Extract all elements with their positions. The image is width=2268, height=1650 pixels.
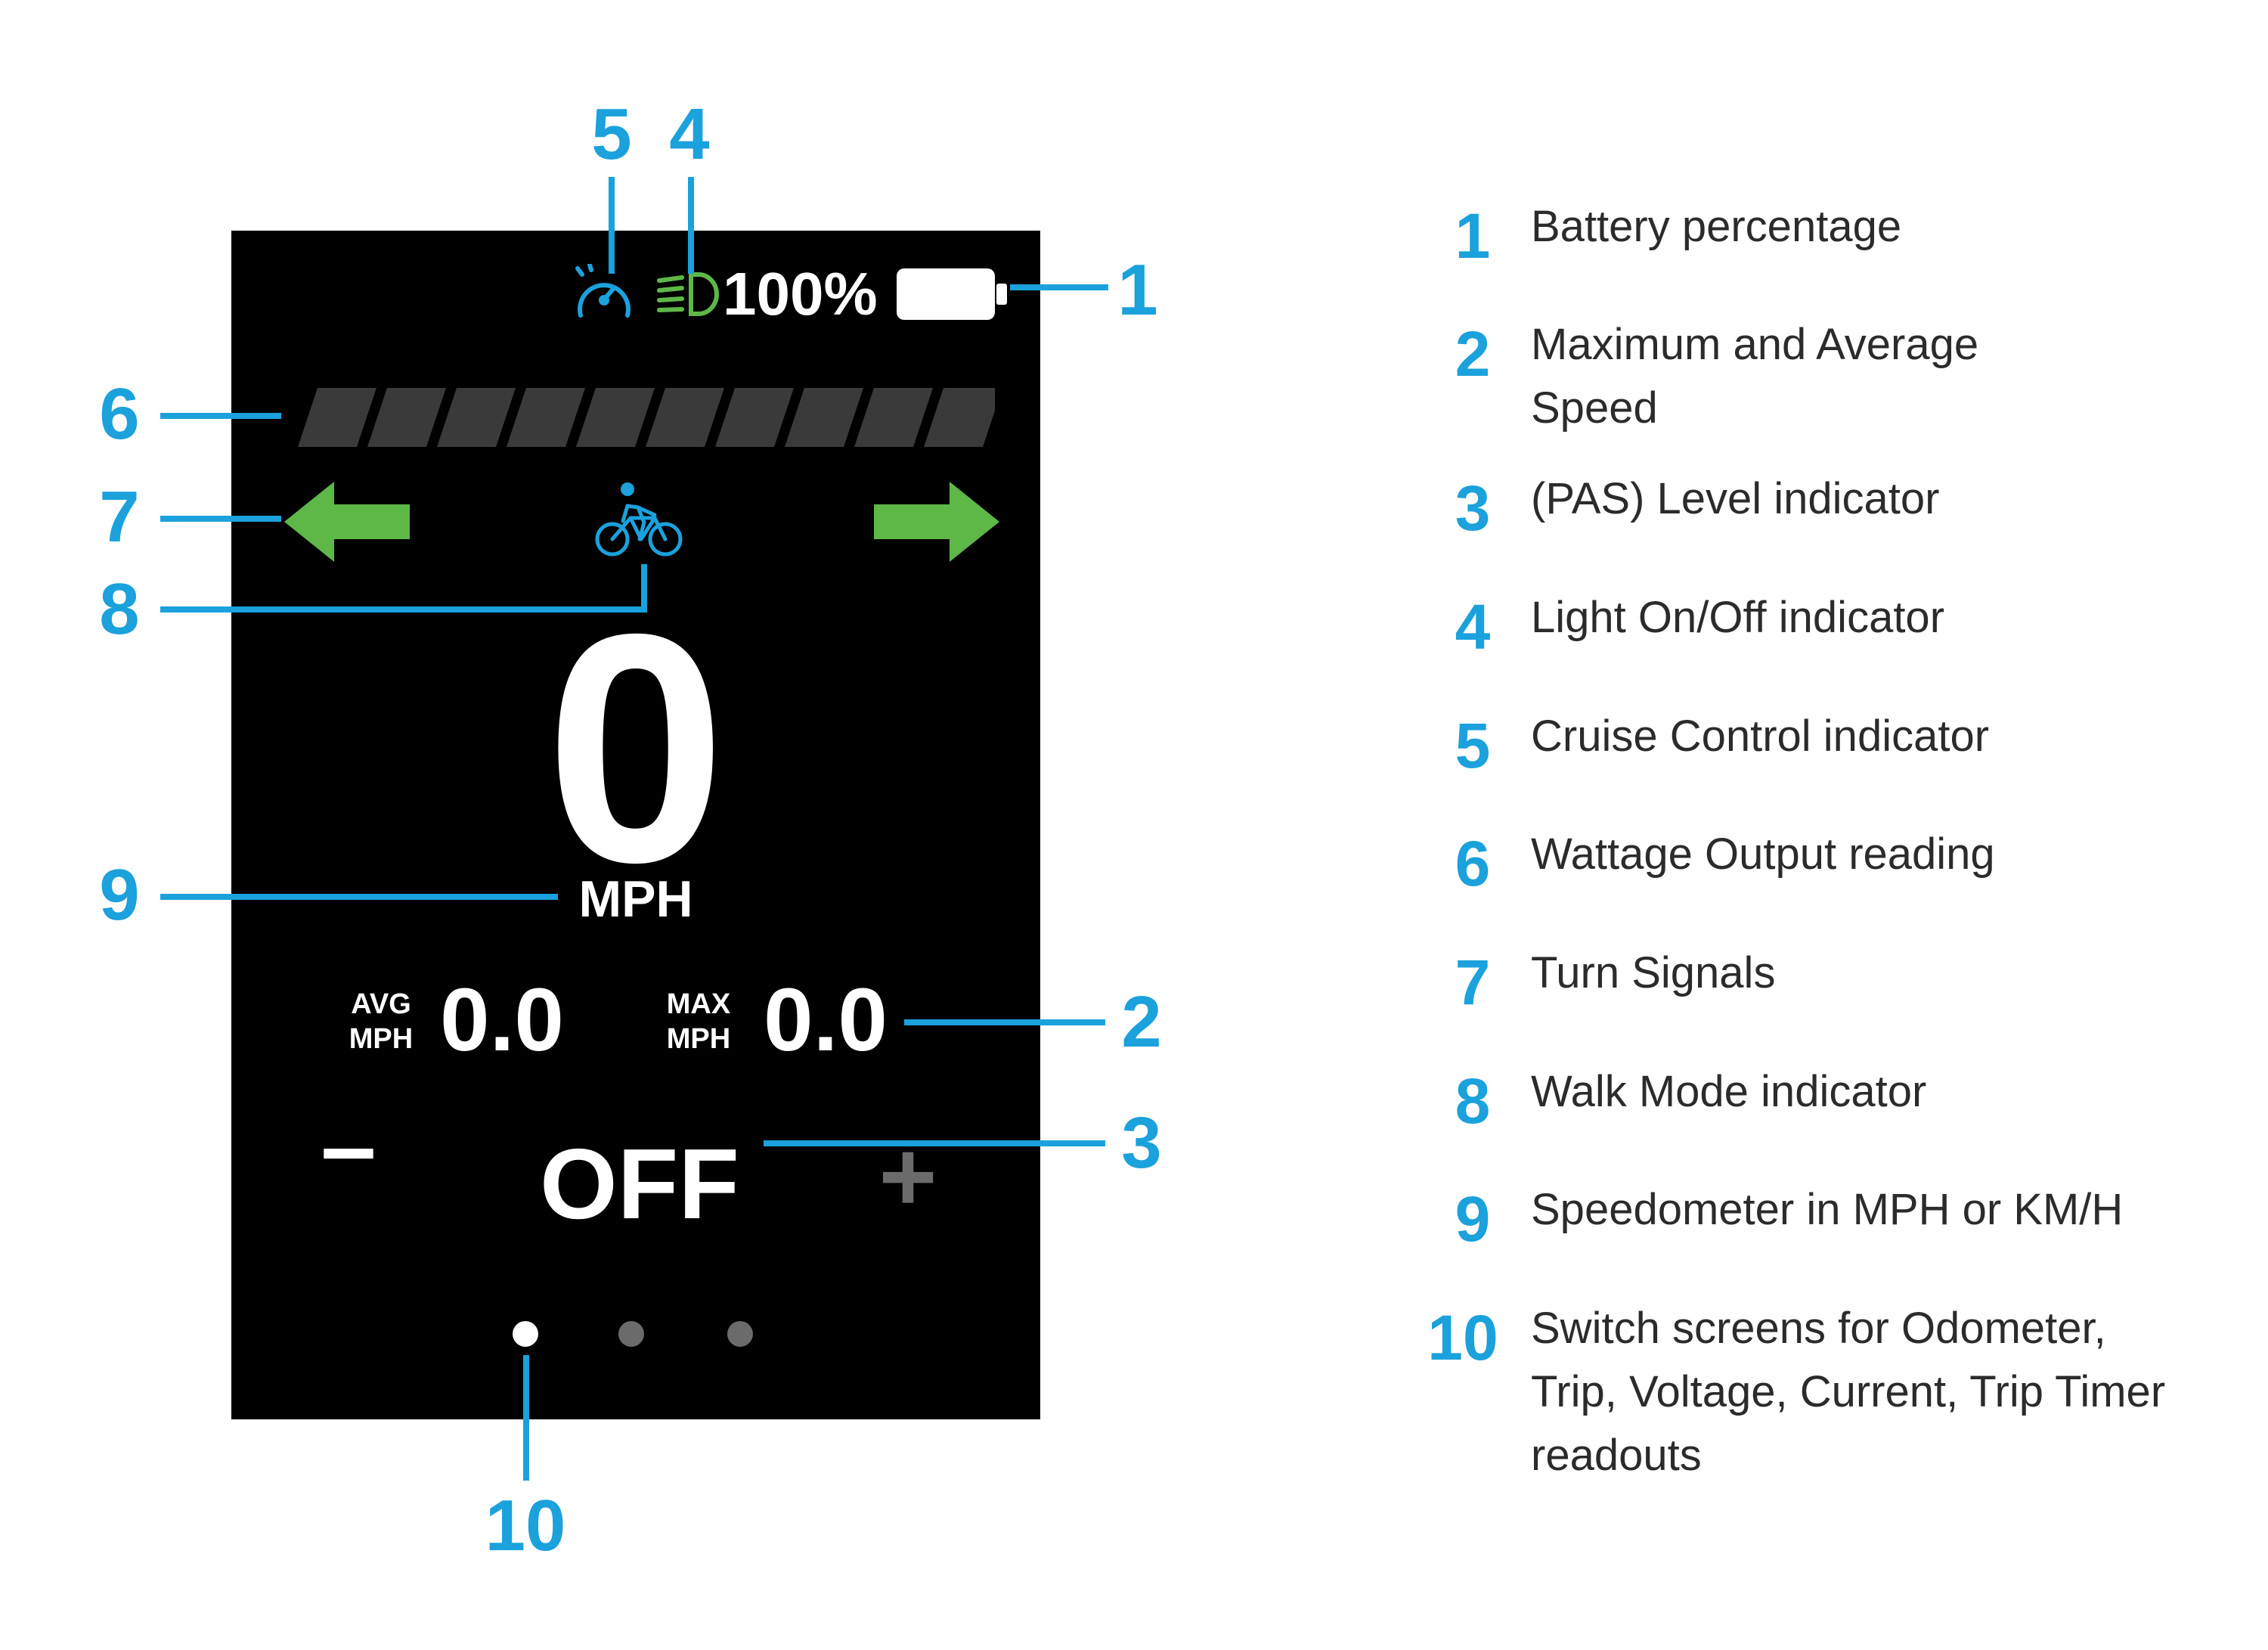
wattage-segment <box>576 388 655 447</box>
callout-line-8v <box>641 564 647 613</box>
legend-number-7: 7 <box>1455 947 1491 1018</box>
wattage-segment <box>507 388 585 447</box>
wattage-segment <box>646 388 724 447</box>
headlight-icon <box>657 272 719 316</box>
battery-percentage: 100% <box>723 260 878 327</box>
legend-text-2: Maximum and Average Speed <box>1531 320 1979 433</box>
bicycle-rider-icon <box>595 482 683 557</box>
page-dot[interactable] <box>727 1321 753 1347</box>
legend-text-5: Cruise Control indicator <box>1531 712 1990 761</box>
callout-3: 3 <box>1121 1103 1162 1183</box>
legend-number-2: 2 <box>1455 318 1491 389</box>
callout-line-2 <box>904 1019 1105 1025</box>
arrow-right-icon <box>874 482 999 562</box>
pas-minus-button[interactable]: – <box>321 1090 376 1202</box>
callout-4: 4 <box>669 94 710 175</box>
callout-5: 5 <box>591 94 632 175</box>
callout-line-5 <box>609 177 615 274</box>
battery-icon <box>897 268 1007 320</box>
callout-line-9 <box>160 894 558 900</box>
max-label-top: MAX <box>666 988 731 1020</box>
callout-10: 10 <box>485 1485 566 1566</box>
avg-label-top: AVG <box>351 988 411 1020</box>
avg-speed-value: 0.0 <box>440 970 565 1070</box>
callout-line-1 <box>1010 284 1108 290</box>
avg-label-bottom: MPH <box>349 1023 414 1055</box>
callout-line-10 <box>523 1355 529 1481</box>
legend-number-4: 4 <box>1455 591 1491 662</box>
pas-level: OFF <box>540 1128 739 1239</box>
callout-6: 6 <box>99 374 140 454</box>
callout-line-8h <box>160 606 647 613</box>
wattage-segment <box>437 388 516 447</box>
speed-value: 0 <box>545 567 727 930</box>
avg-label: AVG MPH <box>343 987 419 1056</box>
callout-9: 9 <box>99 854 140 935</box>
arrow-left-icon <box>284 482 410 562</box>
legend-number-1: 1 <box>1455 200 1491 271</box>
legend-text-3: (PAS) Level indicator <box>1531 474 1940 523</box>
wattage-bar <box>298 388 995 447</box>
legend-text-1: Battery percentage <box>1531 202 1902 251</box>
callout-8: 8 <box>99 569 140 650</box>
max-label-bottom: MPH <box>666 1023 731 1055</box>
callout-line-7 <box>160 516 281 522</box>
speedometer-icon <box>575 264 631 318</box>
legend-text-7: Turn Signals <box>1531 948 1776 997</box>
callout-line-4 <box>688 177 694 274</box>
legend-text-6: Wattage Output reading <box>1531 830 1995 879</box>
callout-2: 2 <box>1121 982 1162 1062</box>
callout-1: 1 <box>1117 250 1158 330</box>
turn-signal-right <box>874 482 999 562</box>
wattage-segment <box>715 388 794 447</box>
legend-number-9: 9 <box>1455 1183 1491 1255</box>
page-dot[interactable] <box>618 1321 644 1347</box>
speed-unit: MPH <box>578 870 693 928</box>
max-label: MAX MPH <box>661 987 736 1056</box>
legend-text-4: Light On/Off indicator <box>1531 593 1945 642</box>
legend-number-3: 3 <box>1455 473 1491 544</box>
wattage-segment <box>785 388 863 447</box>
legend-text-8: Walk Mode indicator <box>1531 1067 1927 1116</box>
callout-line-6 <box>160 413 281 419</box>
legend-number-5: 5 <box>1455 710 1491 781</box>
legend-text-10: Switch screens for Odometer, Trip, Volta… <box>1531 1304 2166 1480</box>
legend-number-10: 10 <box>1427 1302 1498 1373</box>
legend-text-9: Speedometer in MPH or KM/H <box>1531 1185 2124 1234</box>
wattage-segment <box>924 388 995 447</box>
page-dot[interactable] <box>513 1321 538 1347</box>
callout-line-3 <box>764 1140 1105 1146</box>
legend-number-6: 6 <box>1455 828 1491 899</box>
ebike-display: 100% 0 MPH <box>231 231 1040 1419</box>
callout-7: 7 <box>99 476 140 557</box>
turn-signal-left <box>284 482 410 562</box>
wattage-segment <box>367 388 446 447</box>
wattage-segment <box>298 388 376 447</box>
legend-number-8: 8 <box>1455 1065 1491 1137</box>
max-speed-value: 0.0 <box>764 970 888 1070</box>
wattage-segment <box>854 388 933 447</box>
